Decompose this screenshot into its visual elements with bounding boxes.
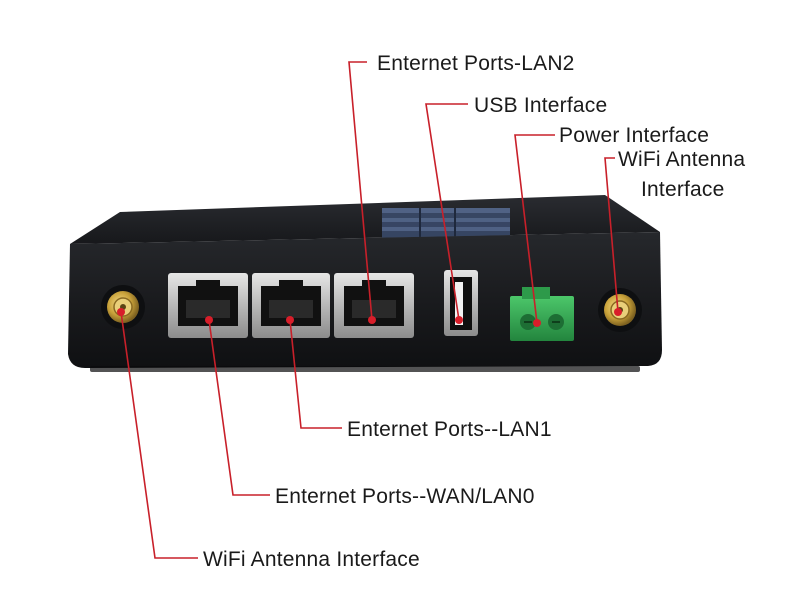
callout-line-usb — [425, 103, 468, 321]
callout-line-wan — [208, 319, 270, 496]
callout-anchors — [117, 308, 622, 327]
rj45-port-lan2 — [334, 273, 414, 338]
label-wan: Enternet Ports--WAN/LAN0 — [275, 485, 535, 508]
anchor-dot-lan2 — [368, 316, 376, 324]
anchor-dot-wan — [205, 316, 213, 324]
power-terminal — [510, 287, 574, 341]
anchor-dot-wifi-right — [614, 308, 622, 316]
callout-line-power — [514, 134, 555, 324]
label-wifi-right-line1: WiFi Antenna — [618, 148, 745, 171]
rj45-port-wan — [168, 273, 248, 338]
callout-line-wifi-left — [120, 311, 198, 559]
label-usb: USB Interface — [474, 94, 607, 117]
router-device — [68, 195, 662, 372]
label-power: Power Interface — [559, 124, 709, 147]
label-lan1: Enternet Ports--LAN1 — [347, 418, 552, 441]
callout-labels: Enternet Ports-LAN2 USB Interface Power … — [203, 52, 745, 571]
router-top-surface — [70, 195, 660, 244]
label-wifi-right-line2: Interface — [641, 178, 725, 201]
label-lan2: Enternet Ports-LAN2 — [377, 52, 575, 75]
callout-line-lan1 — [289, 319, 342, 429]
callout-lines — [120, 61, 619, 559]
anchor-dot-usb — [455, 316, 463, 324]
callout-line-wifi-right — [604, 157, 619, 313]
label-wifi-left: WiFi Antenna Interface — [203, 548, 420, 571]
usb-port — [444, 270, 478, 336]
anchor-dot-wifi-left — [117, 308, 125, 316]
callout-line-lan2 — [348, 61, 373, 321]
anchor-dot-power — [533, 319, 541, 327]
anchor-dot-lan1 — [286, 316, 294, 324]
